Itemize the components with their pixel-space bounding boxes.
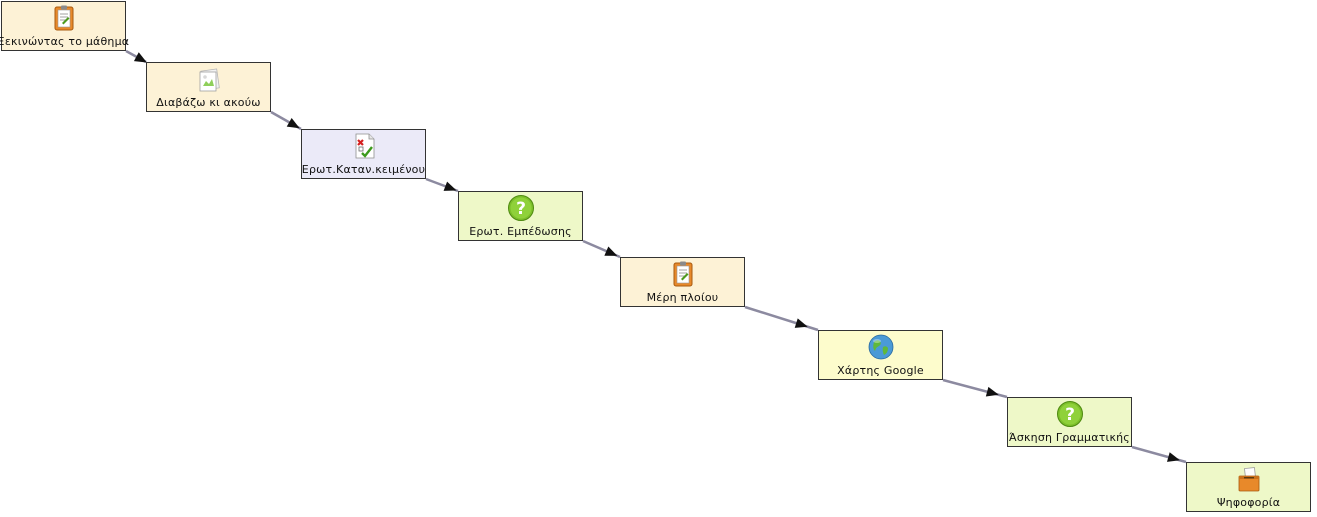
svg-text:?: ? bbox=[1065, 405, 1075, 425]
node-label: Χάρτης Google bbox=[837, 364, 924, 377]
connector-arrow bbox=[744, 305, 819, 332]
checklist-icon bbox=[350, 132, 378, 160]
node-label: Ερωτ.Καταν.κειμένου bbox=[301, 163, 426, 176]
ballot-box-icon bbox=[1235, 465, 1263, 493]
connector-arrow bbox=[942, 378, 1008, 399]
node-label: Μέρη πλοίου bbox=[646, 291, 719, 304]
connector-arrow bbox=[270, 110, 302, 131]
notebook-icon bbox=[669, 260, 697, 288]
node-comprehension-questions[interactable]: Ερωτ.Καταν.κειμένου bbox=[301, 129, 426, 179]
node-start-lesson[interactable]: Ξεκινώντας το μάθημα bbox=[0, 1, 129, 51]
node-read-listen[interactable]: Διαβάζω κι ακούω bbox=[146, 62, 271, 112]
node-google-map[interactable]: Χάρτης Google bbox=[818, 330, 943, 380]
image-document-icon bbox=[195, 65, 223, 93]
question-icon: ? bbox=[1056, 400, 1084, 428]
arrowhead bbox=[604, 246, 618, 256]
connector-arrow bbox=[1131, 445, 1187, 464]
node-grammar-exercise[interactable]: ? Άσκηση Γραμματικής bbox=[1007, 397, 1132, 447]
arrowhead bbox=[794, 318, 808, 328]
node-label: Διαβάζω κι ακούω bbox=[156, 96, 261, 109]
node-ship-parts[interactable]: Μέρη πλοίου bbox=[620, 257, 745, 307]
arrowhead bbox=[1167, 452, 1180, 462]
node-label: Ερωτ. Εμπέδωσης bbox=[469, 225, 572, 238]
svg-text:?: ? bbox=[516, 199, 526, 219]
node-label: Άσκηση Γραμματικής bbox=[1009, 431, 1130, 444]
arrowhead bbox=[443, 181, 457, 191]
node-label: Ψηφοφορία bbox=[1216, 496, 1281, 509]
connector-arrow bbox=[425, 177, 459, 193]
question-icon: ? bbox=[507, 194, 535, 222]
notebook-icon bbox=[50, 4, 78, 32]
node-label: Ξεκινώντας το μάθημα bbox=[0, 35, 130, 48]
edges-layer bbox=[125, 49, 1187, 464]
arrowhead bbox=[286, 117, 300, 129]
globe-icon bbox=[867, 333, 895, 361]
connector-arrow bbox=[582, 239, 621, 259]
arrowhead bbox=[133, 52, 147, 63]
node-voting[interactable]: Ψηφοφορία bbox=[1186, 462, 1311, 512]
node-consolidation-questions[interactable]: ? Ερωτ. Εμπέδωσης bbox=[458, 191, 583, 241]
arrowhead bbox=[985, 386, 999, 397]
connector-arrow bbox=[125, 49, 147, 64]
